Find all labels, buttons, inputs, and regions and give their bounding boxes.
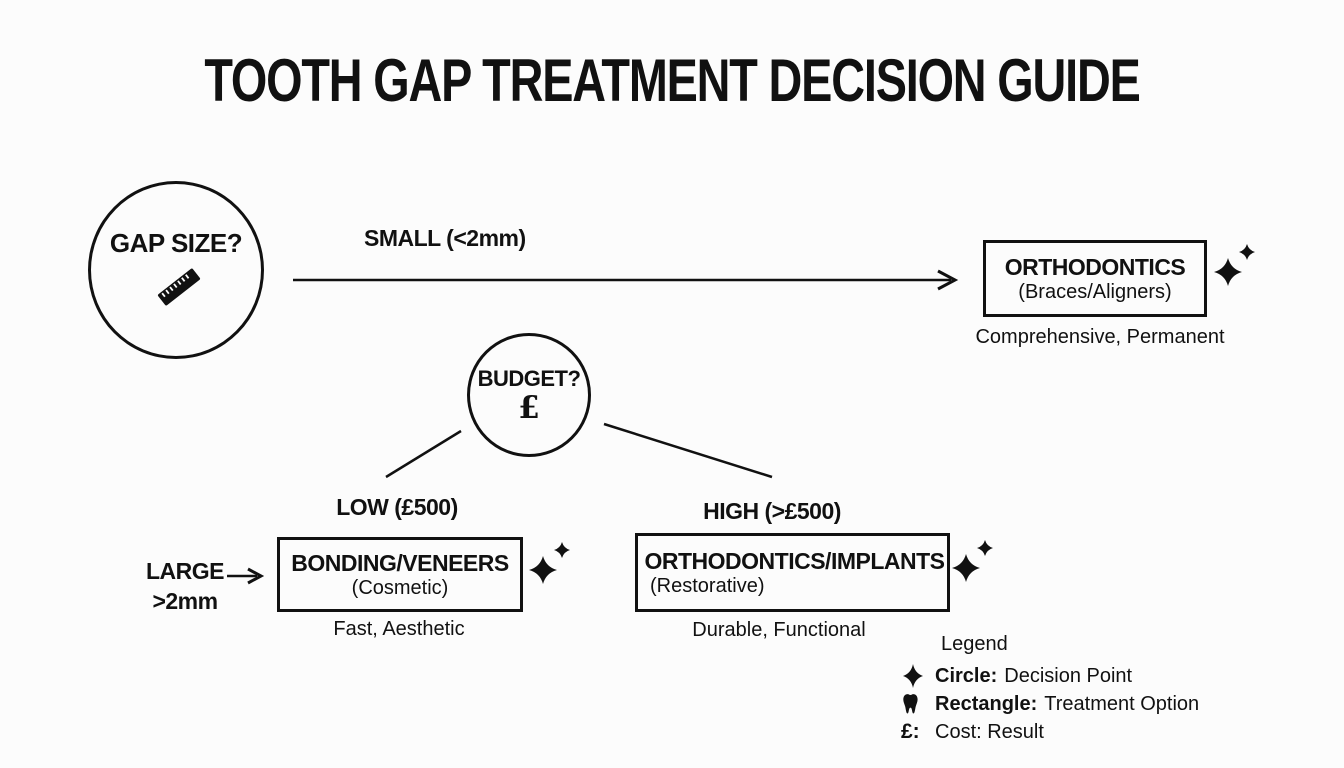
budget-decision-node: BUDGET? £ [467,333,591,457]
tooth-icon [901,693,935,715]
treatment-box-bonding: BONDING/VENEERS (Cosmetic) [277,537,523,612]
legend-item-circle: Circle: Decision Point [901,662,1199,690]
treatment-box-orthodontics: ORTHODONTICS (Braces/Aligners) [983,240,1207,317]
legend-item-rectangle: Rectangle: Treatment Option [901,690,1199,718]
sparkles-icon [950,538,998,593]
gap-size-decision-node: GAP SIZE? [88,181,264,359]
legend-desc: Cost: Result [935,720,1044,743]
legend-desc: Decision Point [1004,664,1133,687]
legend-title: Legend [941,633,1008,655]
pound-symbol: £ [518,389,540,426]
legend-pound-label: £: [901,720,920,743]
branch-label-high: HIGH (>£500) [703,498,841,524]
legend-desc: Treatment Option [1044,692,1200,715]
branch-label-small: SMALL (<2mm) [364,225,526,251]
branch-label-large: LARGE >2mm [146,556,225,616]
budget-label: BUDGET? [477,365,581,391]
bonding-title: BONDING/VENEERS [291,549,509,576]
arrowhead-large-branch [247,567,265,585]
orthodontics-note: Comprehensive, Permanent [975,326,1225,348]
treatment-box-implants: ORTHODONTICS/IMPLANTS (Restorative) [635,533,950,612]
gap-size-label: GAP SIZE? [109,228,243,258]
implants-subtitle: (Restorative) [650,574,765,597]
bonding-subtitle: (Cosmetic) [351,576,449,599]
line-budget-to-high [603,422,773,479]
four-pointed-star-icon [901,663,935,689]
sparkles-icon [1212,242,1260,297]
page-title: TOOTH GAP TREATMENT DECISION GUIDE [204,47,1140,114]
large-label-line2: >2mm [152,588,218,614]
orthodontics-subtitle: (Braces/Aligners) [1018,280,1172,303]
ruler-icon [151,267,207,312]
line-budget-to-low [385,429,462,479]
legend-term: Circle: [935,664,998,687]
legend: Legend Circle: Decision Point Rectangle:… [901,633,1199,746]
branch-label-low: LOW (£500) [336,494,458,520]
bonding-note: Fast, Aesthetic [333,618,465,640]
sparkles-icon [527,540,575,595]
legend-item-cost: £: Cost: Result [901,718,1199,746]
large-label-line1: LARGE [146,558,225,584]
legend-term: Rectangle: [935,692,1038,715]
implants-note: Durable, Functional [692,619,866,641]
pound-sign-text: £: [901,720,935,744]
implants-title: ORTHODONTICS/IMPLANTS [644,547,946,574]
arrowhead-small-branch [937,269,959,291]
orthodontics-title: ORTHODONTICS [1004,253,1186,280]
